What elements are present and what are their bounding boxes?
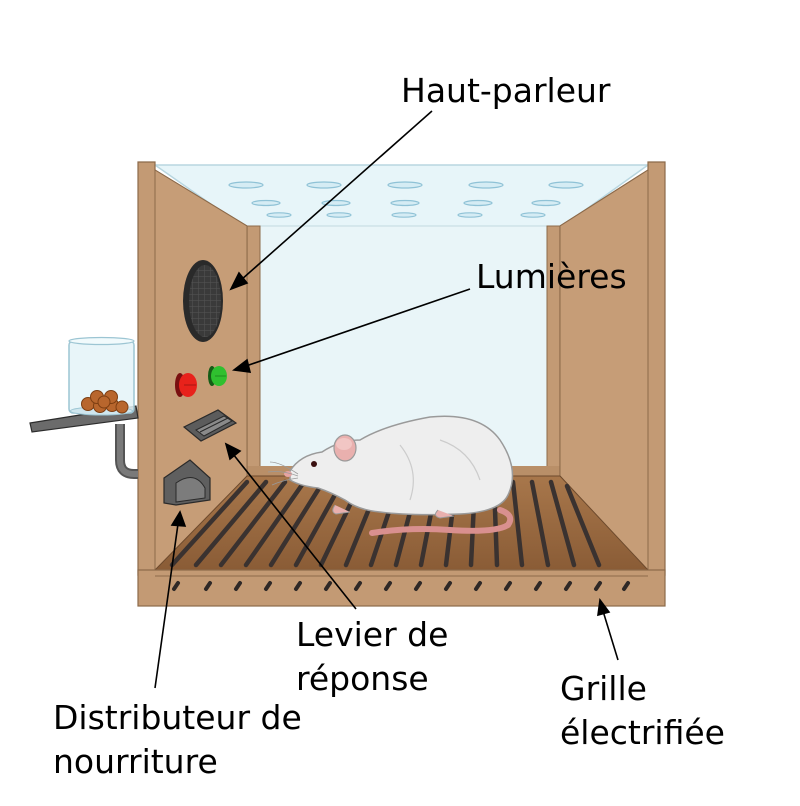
dispenser-label-line2: nourriture	[53, 742, 218, 781]
grid-arrow	[602, 610, 619, 661]
speaker	[183, 260, 223, 342]
callout-arrows	[154, 110, 619, 689]
green-light	[208, 366, 227, 386]
lid-holes	[228, 181, 584, 218]
front-base-panel	[137, 569, 666, 607]
speaker-label: Haut-parleur	[401, 71, 611, 110]
dispenser-label-line1: Distributeur de	[53, 698, 302, 737]
grid-label-line2: électrifiée	[560, 713, 725, 752]
lights-label: Lumières	[476, 257, 627, 296]
rat-eye	[311, 461, 317, 467]
rat	[267, 415, 514, 536]
lever-label-line1: Levier de	[296, 615, 449, 654]
pellet-reservoir	[29, 336, 139, 479]
lights	[175, 366, 227, 397]
grid-rods	[169, 479, 602, 568]
speaker-arrow	[240, 110, 433, 281]
response-lever	[182, 409, 238, 442]
lever-arrow	[232, 453, 357, 610]
food-pellets	[81, 390, 129, 414]
lights-arrow	[245, 288, 471, 367]
dispenser-arrow	[154, 523, 179, 689]
rat-tail	[369, 507, 514, 536]
rod-ends	[172, 581, 630, 591]
grid-label-line1: Grille	[560, 669, 647, 708]
red-light	[175, 373, 197, 397]
lever-label-line2: réponse	[296, 659, 429, 698]
food-dispenser	[163, 459, 211, 506]
